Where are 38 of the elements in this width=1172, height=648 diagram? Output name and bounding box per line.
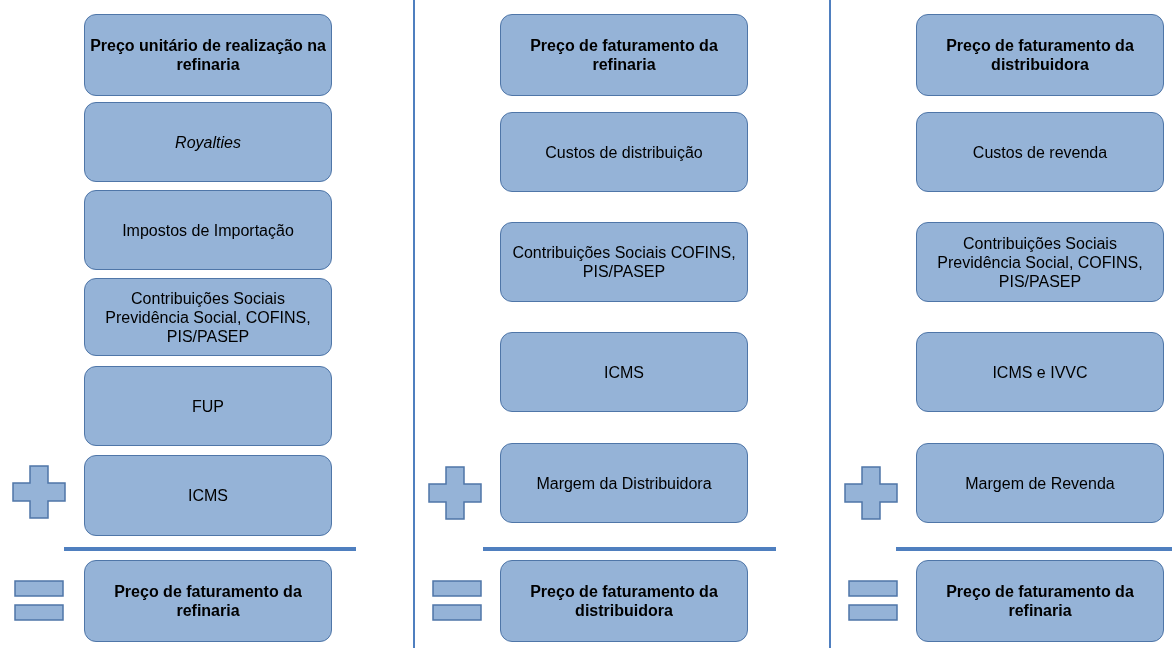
box-label: Margem de Revenda — [965, 473, 1115, 493]
price-component-box — [500, 560, 748, 642]
box-label: Preço de faturamento da refinaria — [529, 36, 719, 74]
price-component-box — [916, 14, 1164, 96]
price-component-box — [916, 560, 1164, 642]
box-label: Royalties — [175, 132, 241, 152]
price-component-box — [84, 560, 332, 642]
box-label: Preço unitário de realização na refinaria — [89, 36, 327, 74]
box-label: Custos de revenda — [972, 142, 1108, 162]
box-label: Custos de distribuição — [545, 142, 703, 162]
price-component-box — [84, 14, 332, 96]
price-component-box — [500, 112, 748, 192]
price-component-box — [84, 455, 332, 536]
price-component-box — [500, 443, 748, 523]
price-component-box — [84, 366, 332, 446]
price-component-box — [84, 102, 332, 182]
box-label: FUP — [192, 396, 224, 416]
box-label: ICMS — [188, 486, 228, 505]
box-label: Contribuições Sociais Previdência Social, COFINS, PIS/PASEP — [936, 233, 1144, 291]
price-component-box — [84, 190, 332, 270]
box-label: Preço de faturamento da refinaria — [113, 582, 303, 620]
box-label: Impostos de Importação — [122, 220, 294, 240]
box-label: Margem da Distribuidora — [536, 473, 712, 493]
price-component-box — [500, 14, 748, 96]
price-component-box — [916, 443, 1164, 523]
price-component-box — [84, 278, 332, 356]
box-label: ICMS e IVVC — [992, 362, 1088, 382]
box-label: Preço de faturamento da refinaria — [945, 582, 1135, 620]
box-label: ICMS — [604, 362, 644, 382]
price-component-box — [500, 332, 748, 412]
price-component-box — [916, 222, 1164, 302]
price-component-box — [916, 112, 1164, 192]
price-component-box — [916, 332, 1164, 412]
box-label: Contribuições Sociais Previdência Social, COFINS, PIS/PASEP — [104, 288, 312, 346]
price-component-box — [500, 222, 748, 302]
box-label: Preço de faturamento da distribuidora — [945, 36, 1135, 74]
box-label: Preço de faturamento da distribuidora — [529, 582, 719, 620]
box-label: Contribuições Sociais COFINS, PIS/PASEP — [511, 243, 737, 281]
